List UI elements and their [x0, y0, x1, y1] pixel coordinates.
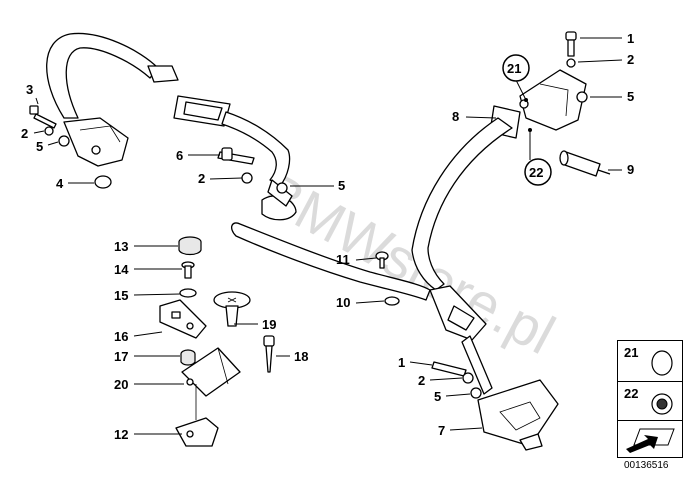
leader-lines — [33, 37, 623, 435]
washer-15 — [179, 288, 197, 298]
nut-5-top — [576, 91, 588, 103]
left-retractor-anchor — [63, 117, 129, 167]
legend-label-22: 22 — [624, 386, 639, 401]
screw-18 — [263, 335, 275, 373]
callout-20: 20 — [114, 377, 128, 392]
right-belt-strap — [411, 105, 521, 291]
callout-18: 18 — [294, 349, 308, 364]
callout-1-top: 1 — [627, 31, 634, 46]
callout-8: 8 — [452, 109, 459, 124]
washer-2-center — [241, 172, 253, 184]
washer-2-top — [566, 58, 576, 68]
wedge-20 — [181, 347, 241, 397]
callout-14: 14 — [114, 262, 129, 277]
circle-22 — [524, 158, 552, 186]
buckle-receiver — [429, 285, 493, 395]
screw-14 — [181, 261, 195, 279]
nut-5-center — [276, 182, 288, 194]
cap-13 — [178, 236, 202, 256]
bracket-16 — [159, 299, 207, 339]
clip-19 — [213, 291, 251, 327]
washer-2-bottom — [462, 372, 474, 384]
callout-11: 11 — [336, 252, 350, 267]
callout-5-left: 5 — [36, 139, 43, 154]
callout-4: 4 — [56, 176, 64, 191]
arrow-icon — [626, 428, 675, 453]
callout-7: 7 — [438, 423, 445, 438]
spacer-17 — [180, 349, 196, 366]
callout-5-center: 5 — [338, 178, 345, 193]
grommet-22-icon — [651, 393, 673, 415]
callout-2-left: 2 — [21, 126, 28, 141]
callout-21: 21 — [507, 61, 521, 76]
upper-belt-loop — [46, 32, 179, 119]
callout-22: 22 — [529, 165, 543, 180]
bolt-11 — [375, 251, 389, 269]
right-upper-anchor — [519, 69, 587, 131]
legend-box-arrow — [617, 420, 683, 458]
callout-10: 10 — [336, 295, 350, 310]
legend-box-22: 22 — [617, 381, 683, 421]
nut-5-left — [58, 135, 70, 147]
bolt-1-bottom — [431, 361, 467, 377]
callout-3: 3 — [26, 82, 33, 97]
washer-2-left — [44, 126, 54, 136]
callout-2-top: 2 — [627, 52, 634, 67]
pin-9 — [559, 150, 611, 177]
spacer-4 — [94, 175, 112, 189]
callout-1-bottom: 1 — [398, 355, 405, 370]
callout-2-bottom: 2 — [418, 373, 425, 388]
callout-12: 12 — [114, 427, 128, 442]
callout-5-bottom: 5 — [434, 389, 441, 404]
bracket-12 — [175, 384, 219, 447]
grommet-21-icon — [651, 350, 673, 376]
callout-19: 19 — [262, 317, 276, 332]
callout-2-center: 2 — [198, 171, 205, 186]
legend-label-21: 21 — [624, 345, 639, 360]
callout-17: 17 — [114, 349, 128, 364]
callout-numbers: 1 2 5 8 21 22 9 3 2 5 4 6 2 5 11 10 13 1… — [21, 31, 634, 442]
bolt-6 — [217, 147, 255, 165]
bolt-1-top — [565, 31, 577, 57]
callout-16: 16 — [114, 329, 128, 344]
clip-10 — [384, 296, 400, 306]
callout-6: 6 — [176, 148, 183, 163]
document-id: 00136516 — [624, 460, 669, 471]
watermark-text: BMWstore.pl — [252, 160, 565, 366]
cover-7 — [477, 379, 559, 451]
nut-5-bottom — [470, 387, 482, 399]
circle-21 — [502, 54, 530, 82]
callout-9: 9 — [627, 162, 634, 177]
legend-box-21: 21 — [617, 340, 683, 382]
left-bolt-3 — [29, 105, 57, 129]
callout-5-top: 5 — [627, 89, 634, 104]
callout-13: 13 — [114, 239, 128, 254]
callout-15: 15 — [114, 288, 128, 303]
